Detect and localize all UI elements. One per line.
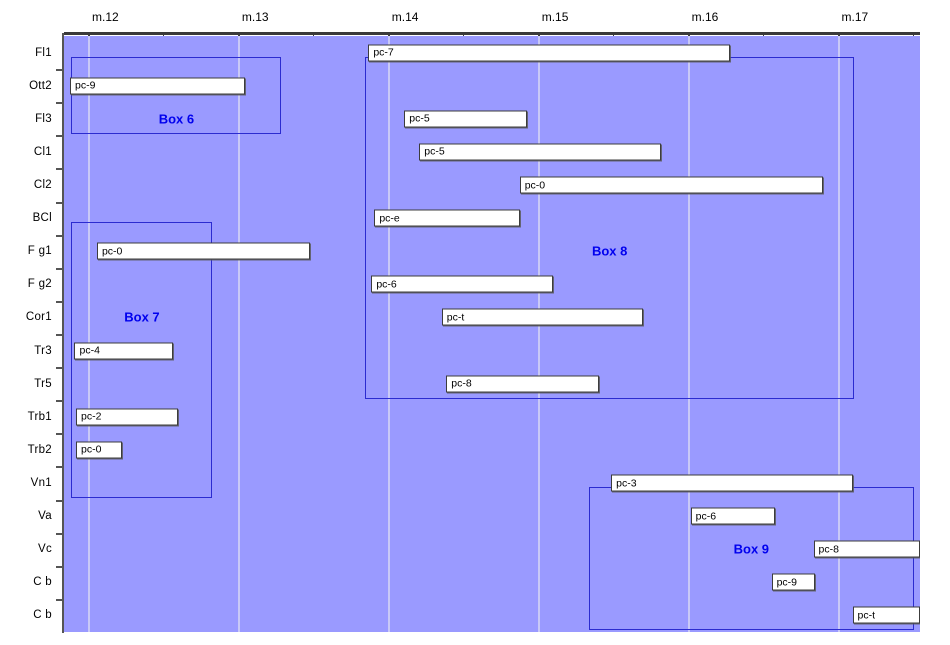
task-bar[interactable]: pc-2: [75, 408, 178, 426]
y-tick-label: Trb2: [27, 443, 52, 456]
task-bar[interactable]: pc-7: [368, 44, 730, 62]
task-bar[interactable]: pc-0: [519, 176, 823, 194]
task-bar[interactable]: pc-3: [611, 474, 853, 492]
y-tick-label: C b: [33, 609, 52, 622]
y-tick: [56, 433, 62, 436]
task-bar[interactable]: pc-4: [74, 342, 174, 360]
task-bar-label: pc-9: [74, 79, 96, 92]
gridline: [537, 36, 540, 632]
group-box: [365, 56, 855, 399]
y-tick-label: Tr5: [34, 377, 52, 390]
task-bar-label: pc-t: [446, 311, 465, 324]
y-tick-label: Va: [38, 510, 52, 523]
x-tick-label: m.14: [391, 10, 419, 24]
y-tick-label: Cor1: [25, 311, 52, 324]
task-bar-label: pc-6: [376, 278, 397, 291]
task-bar[interactable]: pc-9: [771, 573, 816, 591]
y-tick: [56, 201, 62, 204]
group-label: Box 6: [158, 111, 195, 127]
task-bar-label: pc-t: [857, 609, 876, 622]
task-bar-label: pc-6: [695, 509, 717, 522]
task-bar-label: pc-0: [524, 178, 546, 191]
task-bar[interactable]: pc-6: [690, 507, 775, 525]
y-tick-label: Ott2: [29, 79, 52, 92]
y-tick: [56, 300, 62, 303]
gridline: [237, 36, 240, 632]
y-tick: [56, 499, 62, 502]
task-bar[interactable]: pc-8: [446, 375, 600, 393]
task-bar-label: pc-5: [409, 112, 430, 125]
y-tick-label: C b: [33, 576, 52, 589]
y-tick-label: F g1: [27, 245, 52, 258]
task-bar[interactable]: pc-6: [371, 275, 553, 293]
x-axis-line: [64, 32, 920, 35]
group-box: [71, 222, 213, 498]
task-bar-label: pc-7: [373, 46, 394, 59]
y-tick-label: Trb1: [27, 410, 52, 423]
x-tick-label: m.17: [841, 10, 869, 24]
task-bar-label: pc-3: [616, 476, 637, 489]
y-tick: [56, 565, 62, 568]
group-box: [71, 56, 282, 134]
y-tick-label: BCl: [32, 212, 52, 225]
task-bar[interactable]: pc-0: [96, 242, 310, 260]
task-bar-label: pc-4: [79, 344, 100, 357]
x-tick-label: m.12: [91, 10, 119, 24]
task-bar-label: pc-8: [818, 542, 839, 555]
task-bar[interactable]: pc-0: [75, 441, 123, 459]
y-tick-label: Cl1: [33, 145, 52, 158]
y-tick-label: F g2: [27, 278, 52, 291]
y-tick: [56, 334, 62, 336]
group-label: Box 9: [733, 541, 770, 557]
y-tick-label: Vn1: [30, 477, 52, 489]
task-bar[interactable]: pc-t: [441, 308, 643, 326]
task-bar[interactable]: pc-e: [374, 209, 520, 227]
y-tick-label: Tr3: [34, 344, 52, 357]
task-bar[interactable]: pc-8: [813, 540, 920, 558]
task-bar[interactable]: pc-9: [69, 77, 246, 95]
gridline: [87, 36, 90, 632]
task-bar-label: pc-9: [776, 576, 798, 589]
gridline: [687, 36, 690, 632]
y-tick: [56, 69, 62, 72]
gridline: [387, 36, 390, 632]
task-bar-label: pc-0: [101, 244, 123, 257]
y-tick: [56, 466, 62, 469]
y-tick-label: Vc: [37, 543, 52, 556]
y-tick: [56, 168, 62, 171]
task-bar-label: pc-5: [424, 145, 445, 158]
group-label: Box 8: [591, 243, 628, 259]
y-tick: [56, 234, 62, 237]
task-bar-label: pc-8: [451, 377, 472, 390]
y-tick-label: Cl2: [33, 179, 52, 191]
task-bar-label: pc-2: [80, 410, 102, 423]
x-tick-label: m.16: [691, 10, 719, 24]
task-bar-label: pc-e: [379, 211, 400, 224]
y-tick-label: Fl3: [35, 112, 52, 125]
plot-area: Box 6 Box 7 Box 8 Box 9 pc-7 pc-9 pc-5 pc-5 pc-…: [64, 36, 920, 632]
gridline: [837, 36, 840, 632]
task-bar-label: pc-0: [80, 443, 102, 456]
y-tick-label: Fl1: [35, 46, 52, 59]
task-bar[interactable]: pc-t: [852, 606, 920, 624]
x-tick-label: m.15: [541, 10, 569, 24]
x-tick-label: m.13: [241, 10, 269, 24]
y-tick: [56, 135, 62, 138]
task-bar[interactable]: pc-5: [419, 143, 661, 161]
y-axis-line: [62, 33, 64, 633]
y-tick: [56, 267, 62, 270]
y-tick: [56, 532, 62, 535]
y-tick: [56, 400, 62, 403]
y-tick: [56, 598, 62, 601]
group-label: Box 7: [124, 309, 160, 325]
y-tick: [56, 102, 62, 105]
task-bar[interactable]: pc-5: [404, 110, 528, 128]
y-tick: [56, 367, 62, 370]
